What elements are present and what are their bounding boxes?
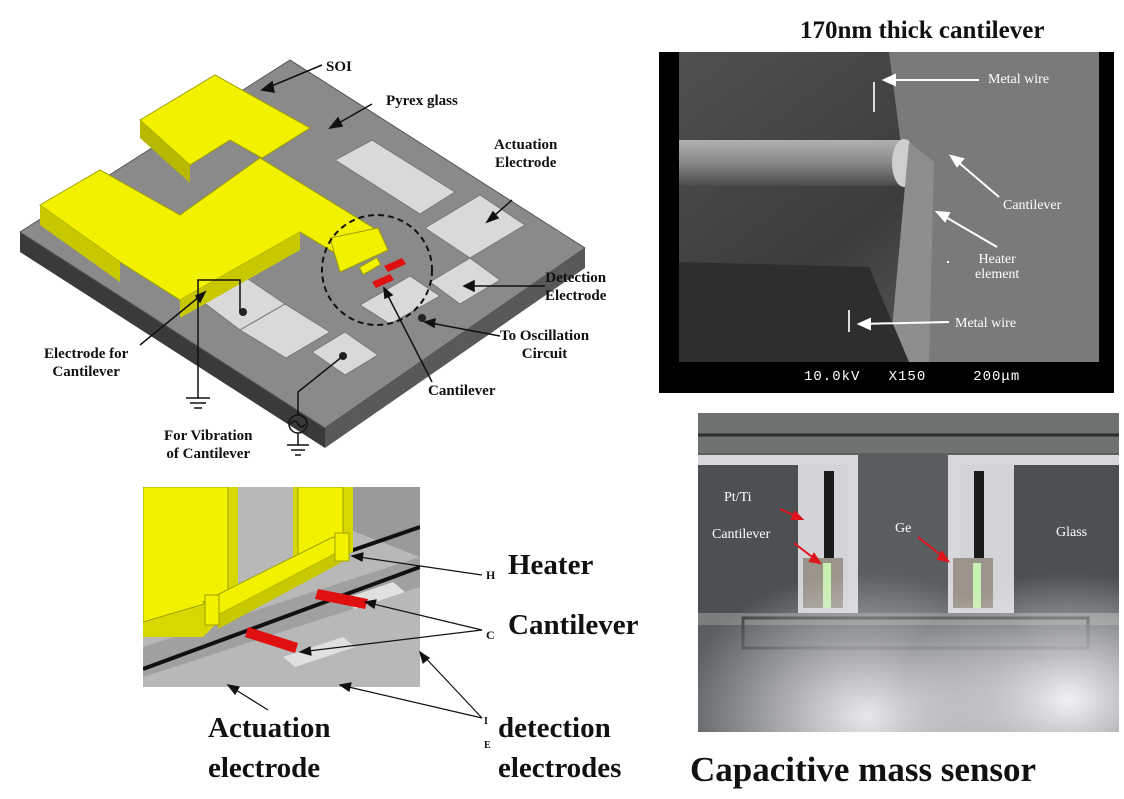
detection-electrode-trace xyxy=(359,275,441,325)
sem-label-heater-element: Heater element xyxy=(975,252,1020,282)
closeup-label-heater: Heater xyxy=(508,549,594,581)
label-actuation-electrode: Actuation Electrode xyxy=(494,137,558,171)
label-for-vibration: For Vibration of Cantilever xyxy=(164,428,253,462)
pyrex-glass-side-right xyxy=(325,248,585,448)
soi-tip xyxy=(329,227,389,273)
closeup-arrows xyxy=(226,552,483,719)
tiny-letter-e: E xyxy=(484,740,491,751)
pyrex-glass-side-front xyxy=(20,232,325,448)
label-soi: SOI xyxy=(326,59,352,75)
sem-image xyxy=(659,52,1114,393)
cantilever-bar-yellow xyxy=(358,256,382,276)
label-cantilever: Cantilever xyxy=(428,383,496,399)
label-electrode-for-cantilever: Electrode for Cantilever xyxy=(44,346,129,380)
soi-arm-front xyxy=(40,205,120,282)
soi-beam-front xyxy=(180,232,300,318)
detail-circle xyxy=(321,214,433,326)
red-cantilever-bar xyxy=(384,258,406,272)
closeup-label-actuation-electrode: Actuation electrode xyxy=(208,712,331,784)
tiny-letter-h: H xyxy=(486,568,496,582)
sem-scalebar: 10.0kV X150 200μm xyxy=(804,369,1021,385)
micro-label-pt-ti: Pt/Ti xyxy=(724,490,752,505)
closeup-diagram xyxy=(143,487,420,687)
closeup-label-cantilever: Cantilever xyxy=(508,609,639,641)
label-detection-electrode: Detection Electrode xyxy=(545,270,607,304)
sem-label-metal-wire-bottom: Metal wire xyxy=(955,316,1017,331)
actuation-electrode-trace xyxy=(334,139,456,215)
red-cantilever-bar xyxy=(372,274,394,288)
micro-label-ge: Ge xyxy=(895,521,912,536)
sem-label-metal-wire-top: Metal wire xyxy=(988,72,1050,87)
label-pyrex-glass: Pyrex glass xyxy=(386,93,458,109)
cantilever-electrode-trace xyxy=(239,303,331,359)
closeup-label-detection-electrodes: detection electrodes xyxy=(498,712,622,784)
sem-title: 170nm thick cantilever xyxy=(800,17,1045,44)
detection-electrode-pad xyxy=(429,257,501,305)
micro-label-glass: Glass xyxy=(1056,525,1088,540)
contact-dot xyxy=(418,314,426,322)
soi-block-top-front xyxy=(140,120,190,183)
micro-label-cantilever: Cantilever xyxy=(712,527,771,542)
sem-label-cantilever: Cantilever xyxy=(1003,198,1062,213)
micrograph-caption: Capacitive mass sensor xyxy=(690,750,1037,789)
device-3d-diagram xyxy=(19,59,586,456)
optical-micrograph xyxy=(698,413,1119,732)
contact-dot xyxy=(239,308,247,316)
tiny-letter-c: C xyxy=(486,628,495,642)
label-to-oscillation-circuit: To Oscillation Circuit xyxy=(500,328,590,362)
tiny-letter-i: I xyxy=(484,716,488,727)
